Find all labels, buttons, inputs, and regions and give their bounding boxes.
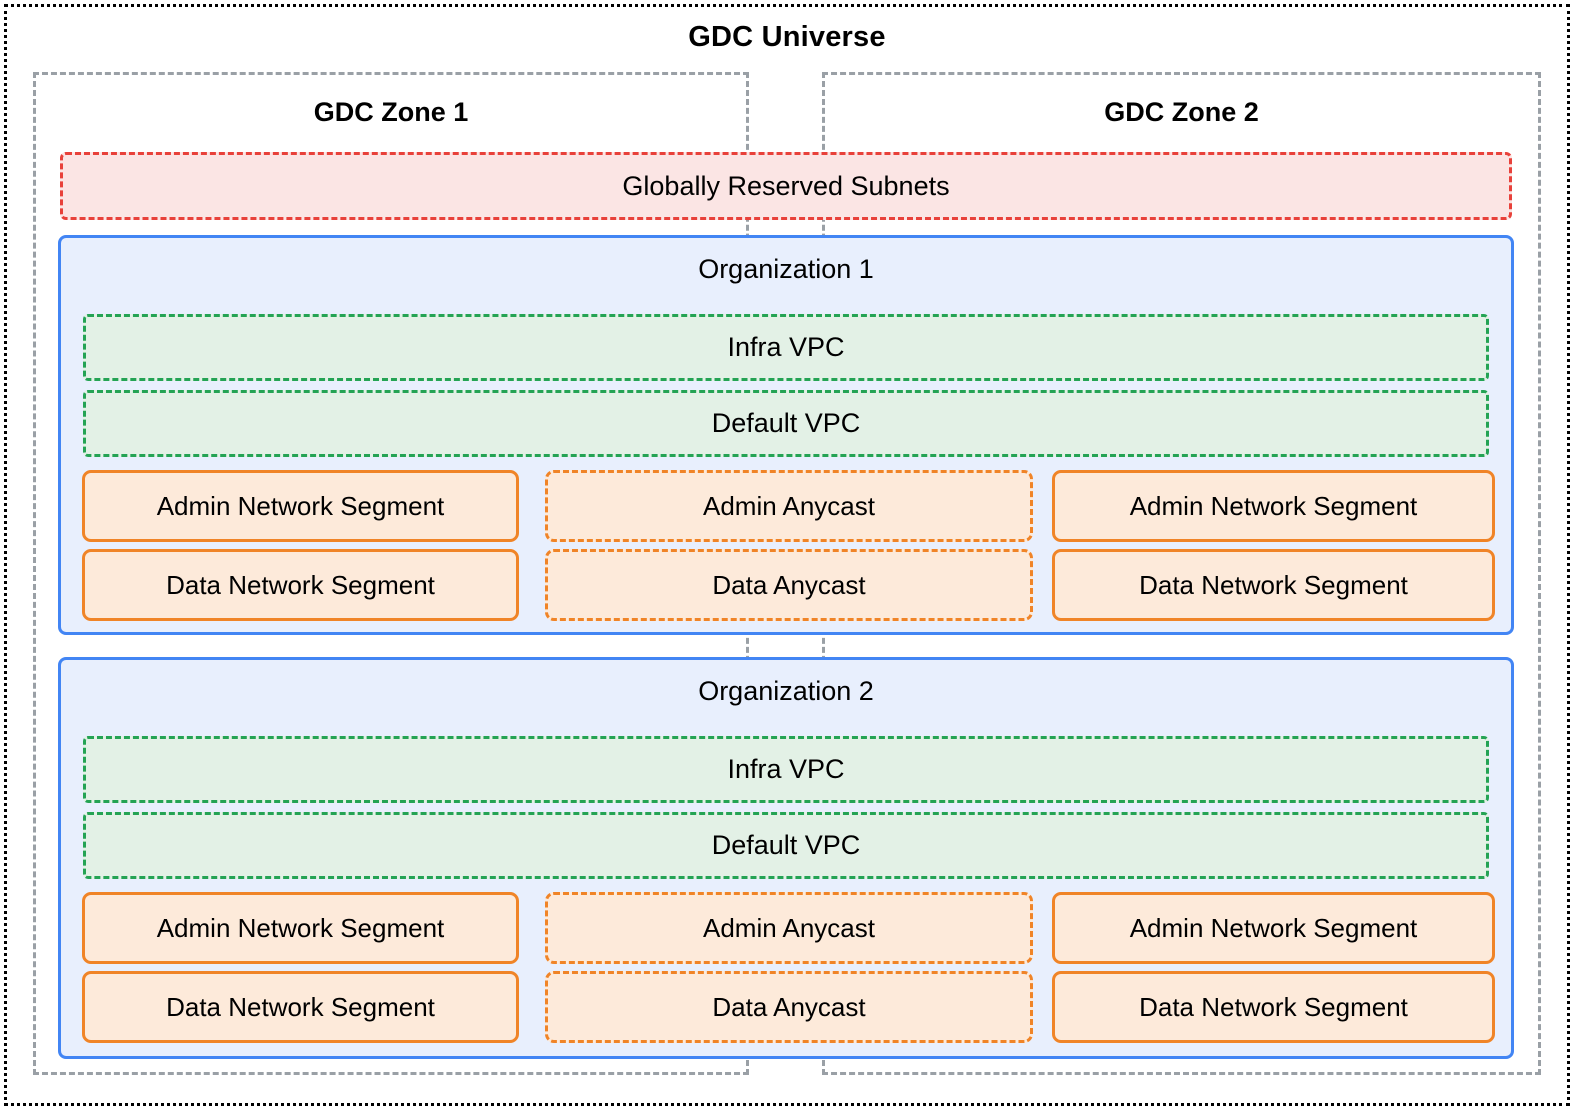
org-1-admin-anycast: Admin Anycast: [545, 470, 1033, 542]
org-1-zone-2-data-network-segment-label: Data Network Segment: [1139, 570, 1408, 600]
org-2-data-anycast: Data Anycast: [545, 971, 1033, 1043]
org-2-infra-vpc-label: Infra VPC: [727, 754, 845, 784]
org-2-admin-anycast-label: Admin Anycast: [703, 913, 875, 943]
org-2-zone-1-data-network-segment-label: Data Network Segment: [166, 992, 435, 1022]
org-2-zone-2-admin-network-segment: Admin Network Segment: [1052, 892, 1495, 964]
org-2-default-vpc-label: Default VPC: [711, 830, 861, 860]
org-2-zone-1-admin-network-segment: Admin Network Segment: [82, 892, 519, 964]
page-title: GDC Universe: [688, 21, 886, 53]
gdc-zone-1-title: GDC Zone 1: [313, 97, 469, 127]
org-2-zone-1-admin-network-segment-label: Admin Network Segment: [156, 913, 445, 943]
org-2-zone-1-data-network-segment: Data Network Segment: [82, 971, 519, 1043]
org-1-zone-2-admin-network-segment: Admin Network Segment: [1052, 470, 1495, 542]
organization-2-label: Organization 2: [698, 676, 874, 706]
org-2-zone-2-data-network-segment: Data Network Segment: [1052, 971, 1495, 1043]
org-1-zone-2-data-network-segment: Data Network Segment: [1052, 549, 1495, 621]
org-2-zone-2-admin-network-segment-label: Admin Network Segment: [1129, 913, 1418, 943]
org-2-data-anycast-label: Data Anycast: [712, 992, 866, 1022]
org-1-infra-vpc-box: Infra VPC: [83, 314, 1489, 381]
org-1-admin-anycast-label: Admin Anycast: [703, 491, 875, 521]
org-1-data-anycast-label: Data Anycast: [712, 570, 866, 600]
gdc-zone-2-title: GDC Zone 2: [1104, 97, 1259, 127]
org-1-zone-1-data-network-segment-label: Data Network Segment: [166, 570, 435, 600]
org-1-default-vpc-label: Default VPC: [711, 408, 861, 438]
org-1-zone-1-admin-network-segment: Admin Network Segment: [82, 470, 519, 542]
organization-2-box: Organization 2 Infra VPC Default VPC Adm…: [58, 657, 1514, 1059]
org-1-infra-vpc-label: Infra VPC: [727, 332, 845, 362]
globally-reserved-subnets-box: Globally Reserved Subnets: [60, 152, 1512, 220]
org-1-data-anycast: Data Anycast: [545, 549, 1033, 621]
org-1-zone-1-admin-network-segment-label: Admin Network Segment: [156, 491, 445, 521]
gdc-universe-frame: [4, 4, 1570, 1106]
org-2-admin-anycast: Admin Anycast: [545, 892, 1033, 964]
org-2-zone-2-data-network-segment-label: Data Network Segment: [1139, 992, 1408, 1022]
organization-1-label: Organization 1: [698, 254, 874, 284]
organization-1-box: Organization 1 Infra VPC Default VPC Adm…: [58, 235, 1514, 635]
org-1-zone-1-data-network-segment: Data Network Segment: [82, 549, 519, 621]
org-2-default-vpc-box: Default VPC: [83, 812, 1489, 879]
org-1-default-vpc-box: Default VPC: [83, 390, 1489, 457]
org-1-zone-2-admin-network-segment-label: Admin Network Segment: [1129, 491, 1418, 521]
globally-reserved-subnets-label: Globally Reserved Subnets: [622, 170, 950, 201]
org-2-infra-vpc-box: Infra VPC: [83, 736, 1489, 803]
